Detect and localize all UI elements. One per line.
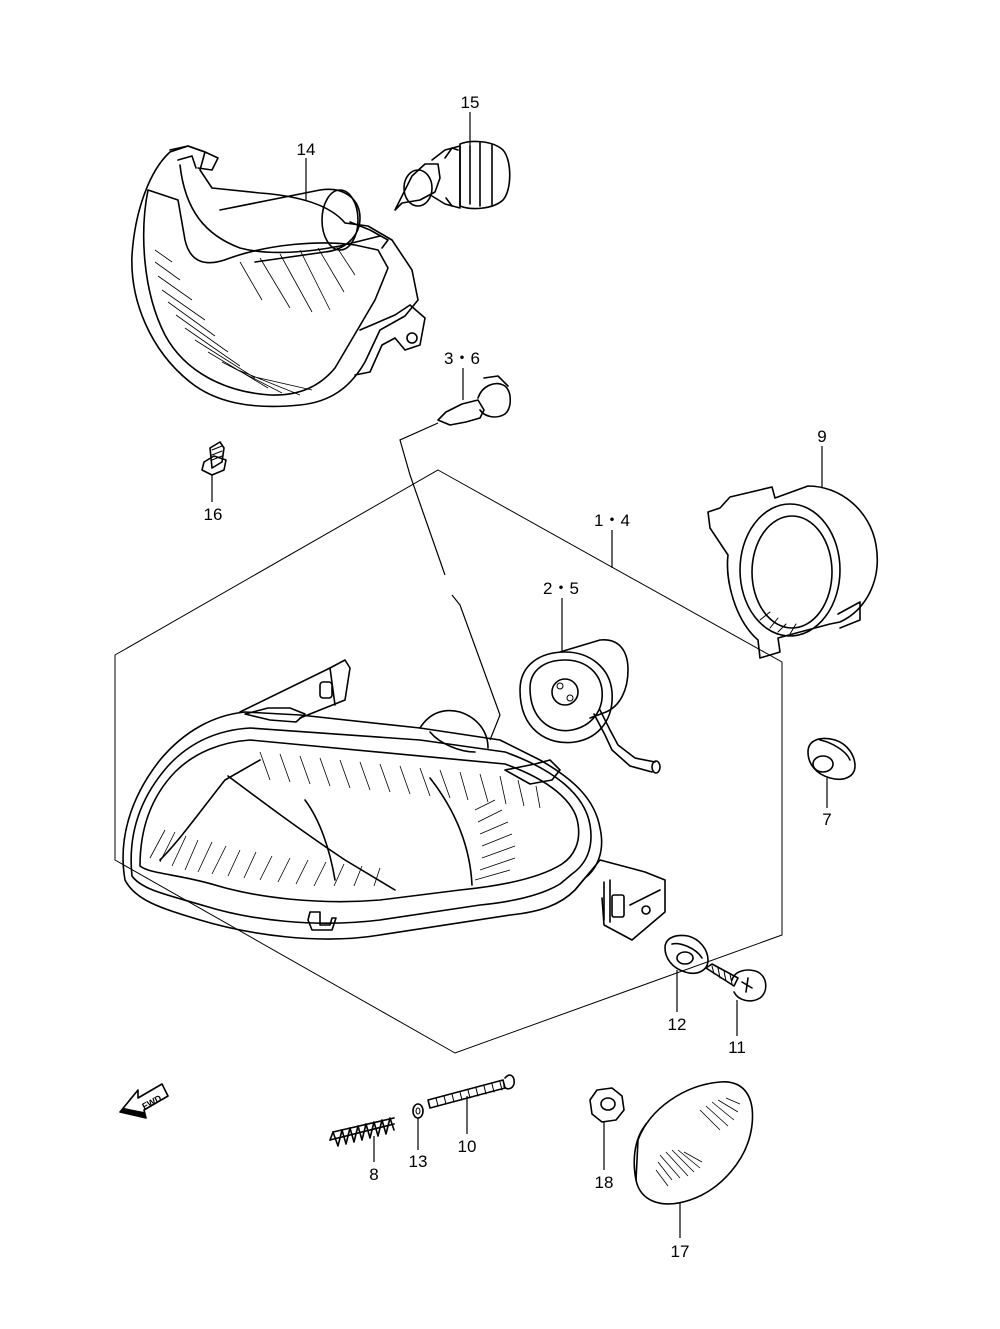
callout-11: 11 [728, 1038, 746, 1057]
part-15-bulb-socket [394, 140, 511, 211]
callout-13: 13 [409, 1152, 428, 1171]
callout-12: 12 [668, 1015, 687, 1034]
part-3-6-small-bulb [437, 375, 512, 426]
part-11-screw [705, 963, 767, 1002]
leader-3-6-to-housing [399, 422, 501, 741]
assembly-1-4-enclosure [114, 469, 783, 1054]
callout-17: 17 [671, 1242, 690, 1261]
callout-14: 14 [297, 140, 316, 159]
callout-10: 10 [458, 1137, 477, 1156]
part-10-bolt [427, 1074, 515, 1109]
part-8-spring [329, 1117, 395, 1147]
part-7-grommet [807, 737, 856, 781]
callout-leaders [211, 112, 828, 1238]
callout-9: 9 [817, 427, 826, 446]
callout-15: 15 [461, 93, 480, 112]
callout-labels: 15 14 3・6 9 16 1・4 2・5 7 12 11 10 13 8 1… [204, 93, 832, 1261]
fwd-arrow-icon: FWD [119, 1083, 169, 1119]
callout-16: 16 [204, 505, 223, 524]
part-16-screw [201, 441, 227, 476]
callout-1-4: 1・4 [594, 511, 630, 530]
part-12-grommet [664, 934, 709, 975]
callout-8: 8 [369, 1165, 378, 1184]
part-13-washer [412, 1103, 424, 1119]
part-17-reflector [633, 1081, 754, 1205]
part-18-nut [589, 1087, 625, 1123]
part-1-4-main-headlight [122, 659, 666, 941]
callout-7: 7 [822, 810, 831, 829]
part-9-retaining-ring [707, 485, 878, 659]
part-14-headlight-housing [131, 145, 426, 408]
callout-18: 18 [595, 1173, 614, 1192]
callout-2-5: 2・5 [543, 579, 579, 598]
part-2-5-socket-wire [519, 639, 661, 774]
callout-3-6: 3・6 [444, 349, 480, 368]
